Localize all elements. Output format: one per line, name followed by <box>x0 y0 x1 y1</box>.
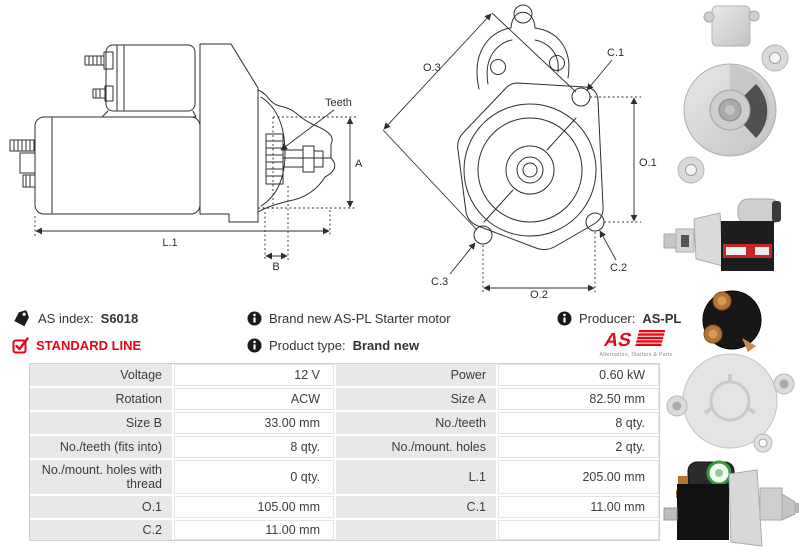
as-index-label: AS index: <box>38 310 94 326</box>
product-type-label: Product type: <box>269 337 346 353</box>
spec-value-cell: 11.00 mm <box>498 496 659 518</box>
info-icon <box>557 311 572 325</box>
dim-o3-label: O.3 <box>423 62 441 74</box>
dim-l1-label: L.1 <box>162 237 177 249</box>
spec-table: Voltage 12 V Power 0.60 kW Rotation ACW … <box>29 363 660 541</box>
spec-label-cell: No./teeth (fits into) <box>30 436 172 458</box>
starter-front-photo[interactable] <box>660 0 800 190</box>
spec-label-cell: L.1 <box>336 460 496 494</box>
dim-o1-label: O.1 <box>639 157 657 169</box>
producer-label: Producer: <box>579 310 636 326</box>
producer-row: Producer: AS-PL <box>557 309 681 327</box>
spec-value-cell: ACW <box>174 388 334 410</box>
info-icon <box>247 338 262 352</box>
as-logo-tagline: Alternators, Starters & Parts <box>600 352 673 358</box>
spec-label-cell: Voltage <box>30 364 172 386</box>
dim-c3-label: C.3 <box>431 276 448 288</box>
spec-value-cell: 205.00 mm <box>498 460 659 494</box>
spec-value-cell: 2 qty. <box>498 436 659 458</box>
dim-o2-label: O.2 <box>530 289 548 300</box>
standard-line-row: STANDARD LINE <box>12 336 141 354</box>
spec-value-cell: 0 qty. <box>174 460 334 494</box>
as-index-value: S6018 <box>100 310 139 326</box>
spec-value-cell: 8 qty. <box>498 412 659 434</box>
spec-label-cell: Size B <box>30 412 172 434</box>
spec-label-cell <box>336 520 496 540</box>
starter-solenoid-photo[interactable] <box>660 286 800 454</box>
teeth-label: Teeth <box>325 97 352 109</box>
dim-a-label: A <box>355 158 363 170</box>
spec-label-cell: C.2 <box>30 520 172 540</box>
technical-drawings: Teeth A L.1 B <box>9 4 657 300</box>
side-view-dimensions <box>34 109 356 260</box>
brand-new-text: Brand new AS-PL Starter motor <box>269 310 451 326</box>
info-icon <box>247 311 262 325</box>
product-type-value: Brand new <box>352 337 420 353</box>
spec-value-cell: 105.00 mm <box>174 496 334 518</box>
dim-b-label: B <box>272 261 279 273</box>
spec-value-cell: 8 qty. <box>174 436 334 458</box>
side-view-drawing <box>9 43 336 223</box>
spec-label-cell: O.1 <box>30 496 172 518</box>
spec-value-cell <box>498 520 659 540</box>
front-view-drawing <box>457 4 605 251</box>
brand-new-row: Brand new AS-PL Starter motor <box>247 309 451 327</box>
spec-label-cell: No./mount. holes with thread <box>30 460 172 494</box>
spec-label-cell: Power <box>336 364 496 386</box>
tag-icon <box>14 309 29 326</box>
checkbox-checked-icon <box>12 336 29 353</box>
spec-label-cell: C.1 <box>336 496 496 518</box>
spec-label-cell: Size A <box>336 388 496 410</box>
product-photos <box>660 0 800 553</box>
front-view-dimensions <box>382 12 641 293</box>
as-logo-text: AS <box>602 330 634 351</box>
dim-c2-label: C.2 <box>610 262 627 274</box>
spec-value-cell: 0.60 kW <box>498 364 659 386</box>
spec-value-cell: 33.00 mm <box>174 412 334 434</box>
producer-value: AS-PL <box>642 310 682 326</box>
as-pl-logo: AS Alternators, Starters & Parts <box>594 327 678 361</box>
starter-side-photo-2[interactable] <box>660 456 800 552</box>
spec-value-cell: 82.50 mm <box>498 388 659 410</box>
dim-c1-label: C.1 <box>607 47 624 59</box>
spec-label-cell: Rotation <box>30 388 172 410</box>
spec-value-cell: 12 V <box>174 364 334 386</box>
standard-line-label: STANDARD LINE <box>36 337 142 353</box>
starter-side-photo[interactable] <box>660 192 800 284</box>
as-index-row: AS index: S6018 <box>12 309 138 327</box>
product-type-row: Product type: Brand new <box>247 336 419 354</box>
spec-label-cell: No./mount. holes <box>336 436 496 458</box>
spec-value-cell: 11.00 mm <box>174 520 334 540</box>
spec-label-cell: No./teeth <box>336 412 496 434</box>
